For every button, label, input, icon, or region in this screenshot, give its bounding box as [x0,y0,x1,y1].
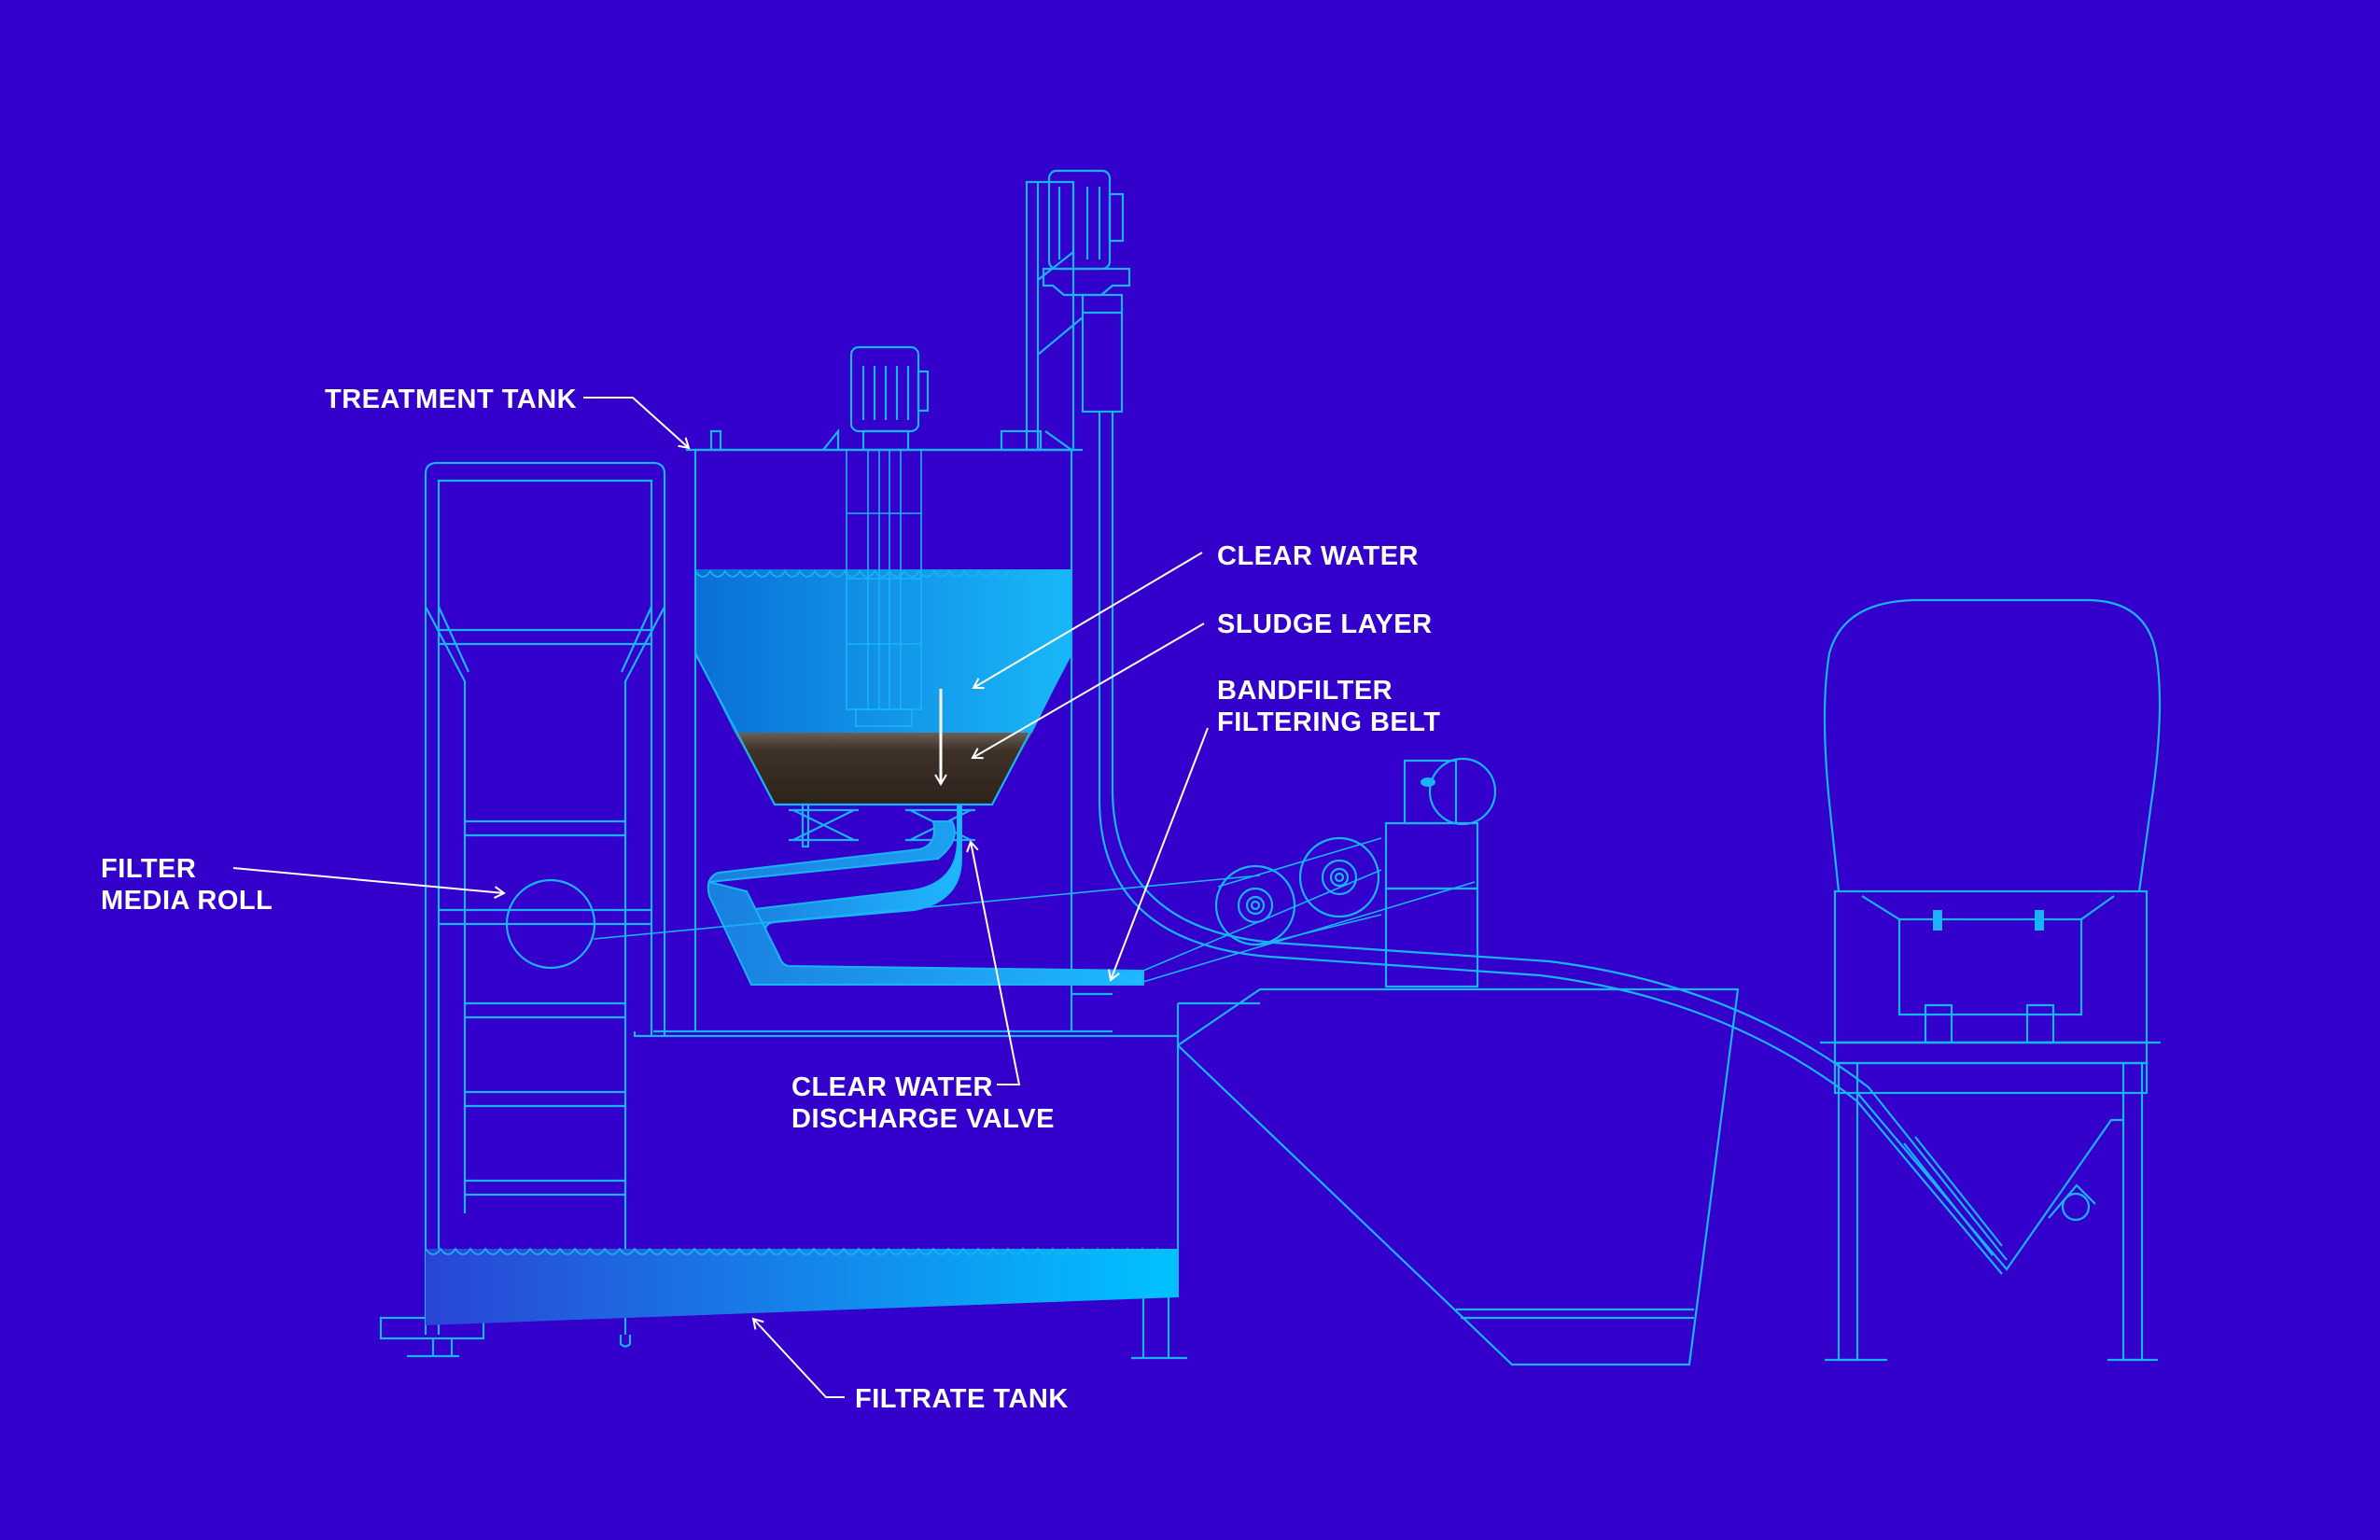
leader-discharge-valve [966,840,1021,1085]
filter-belt-line [593,875,1261,940]
label-filtrate-tank: FILTRATE TANK [855,1384,1069,1414]
treatment-tank [653,427,1113,1033]
label-sludge-layer: SLUDGE LAYER [1217,609,1433,639]
mixer-motor [849,345,930,452]
leader-filter-media-roll [232,867,506,899]
leader-filtrate-tank [751,1317,845,1398]
sludge-cart [1176,987,1740,1366]
filtrate-tank [425,1003,1187,1360]
mixer-shaft [846,449,922,727]
label-discharge-line2: DISCHARGE VALVE [791,1104,1055,1134]
tank-water-surface [694,569,1070,578]
label-clear-water: CLEAR WATER [1217,541,1419,571]
label-filter-media-line2: MEDIA ROLL [101,886,273,916]
label-treatment-tank: TREATMENT TANK [325,385,577,414]
leader-sludge-layer [971,623,1205,760]
label-bandfilter-line1: BANDFILTER [1217,676,1393,706]
leader-clear-water [972,552,1203,690]
sludge-layer-fill [735,733,1032,805]
label-bandfilter-line2: FILTERING BELT [1217,707,1441,737]
leader-bandfilter [1108,727,1209,982]
label-discharge-line1: CLEAR WATER [791,1072,993,1102]
screw-conveyor [1025,169,2008,1275]
filter-media-frame [379,461,666,1358]
leader-treatment-tank [583,397,691,450]
dosing-unit [1820,598,2162,1362]
filter-media-roll [505,878,596,970]
clear-water-fill [695,569,1071,733]
label-filter-media-line1: FILTER [101,854,196,884]
filtrate-water-fill [426,1249,1178,1325]
belt-drive [1214,757,1497,988]
clear-water-discharge-trough [707,820,1144,986]
